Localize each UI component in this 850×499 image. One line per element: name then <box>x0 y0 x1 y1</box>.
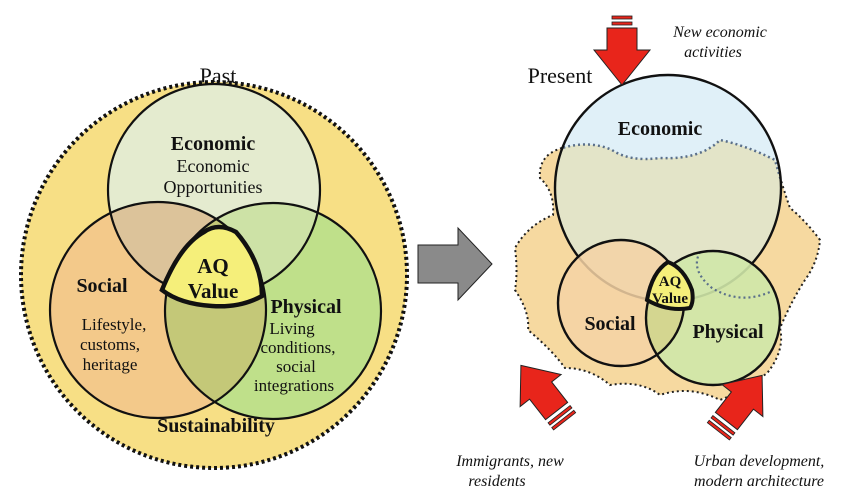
physical-desc-line3: social <box>276 357 316 376</box>
social-desc-line1: Lifestyle, <box>82 315 147 334</box>
physical-desc-line4: integrations <box>254 376 334 395</box>
aq-label-line2: Value <box>188 279 239 303</box>
physical-desc-line2: conditions, <box>260 338 335 357</box>
economic-desc-line1: Economic <box>177 156 250 176</box>
pressure-arrow-right <box>706 374 764 441</box>
social-title: Social <box>76 275 128 297</box>
physical-title: Physical <box>270 296 342 318</box>
social-desc-line2: customs, <box>80 335 140 354</box>
present-aq-line2: Value <box>652 291 688 307</box>
economic-desc-line2: Opportunities <box>164 177 263 197</box>
economic-title: Economic <box>171 133 256 155</box>
pressure-top-line1: New economic <box>672 24 767 41</box>
aq-label-line1: AQ <box>197 254 229 278</box>
present-panel: Present AQ Value Economic Social Physica… <box>513 63 822 402</box>
transition-arrow <box>417 226 493 302</box>
aq-value-core <box>159 224 265 309</box>
present-title: Present <box>528 63 593 88</box>
present-physical-label: Physical <box>692 321 764 343</box>
pressure-right-line2: modern architecture <box>694 473 824 490</box>
physical-desc-line1: Living <box>269 319 315 338</box>
present-social-label: Social <box>584 313 636 335</box>
pressure-left-line1: Immigrants, new <box>455 453 564 470</box>
present-aq-core <box>644 259 695 311</box>
present-aq-line1: AQ <box>659 274 682 290</box>
sustainability-label: Sustainability <box>157 415 275 437</box>
pressure-left-line2: residents <box>468 473 525 490</box>
pressure-right-line1: Urban development, <box>694 453 825 470</box>
pressure-arrow-left <box>519 364 577 431</box>
present-economic-label: Economic <box>618 118 703 140</box>
pressure-arrow-top <box>592 15 652 86</box>
pressure-top-line2: activities <box>684 44 742 61</box>
past-panel: Past AQ Value Economic Economic Opportun… <box>19 63 409 470</box>
social-desc-line3: heritage <box>83 355 138 374</box>
